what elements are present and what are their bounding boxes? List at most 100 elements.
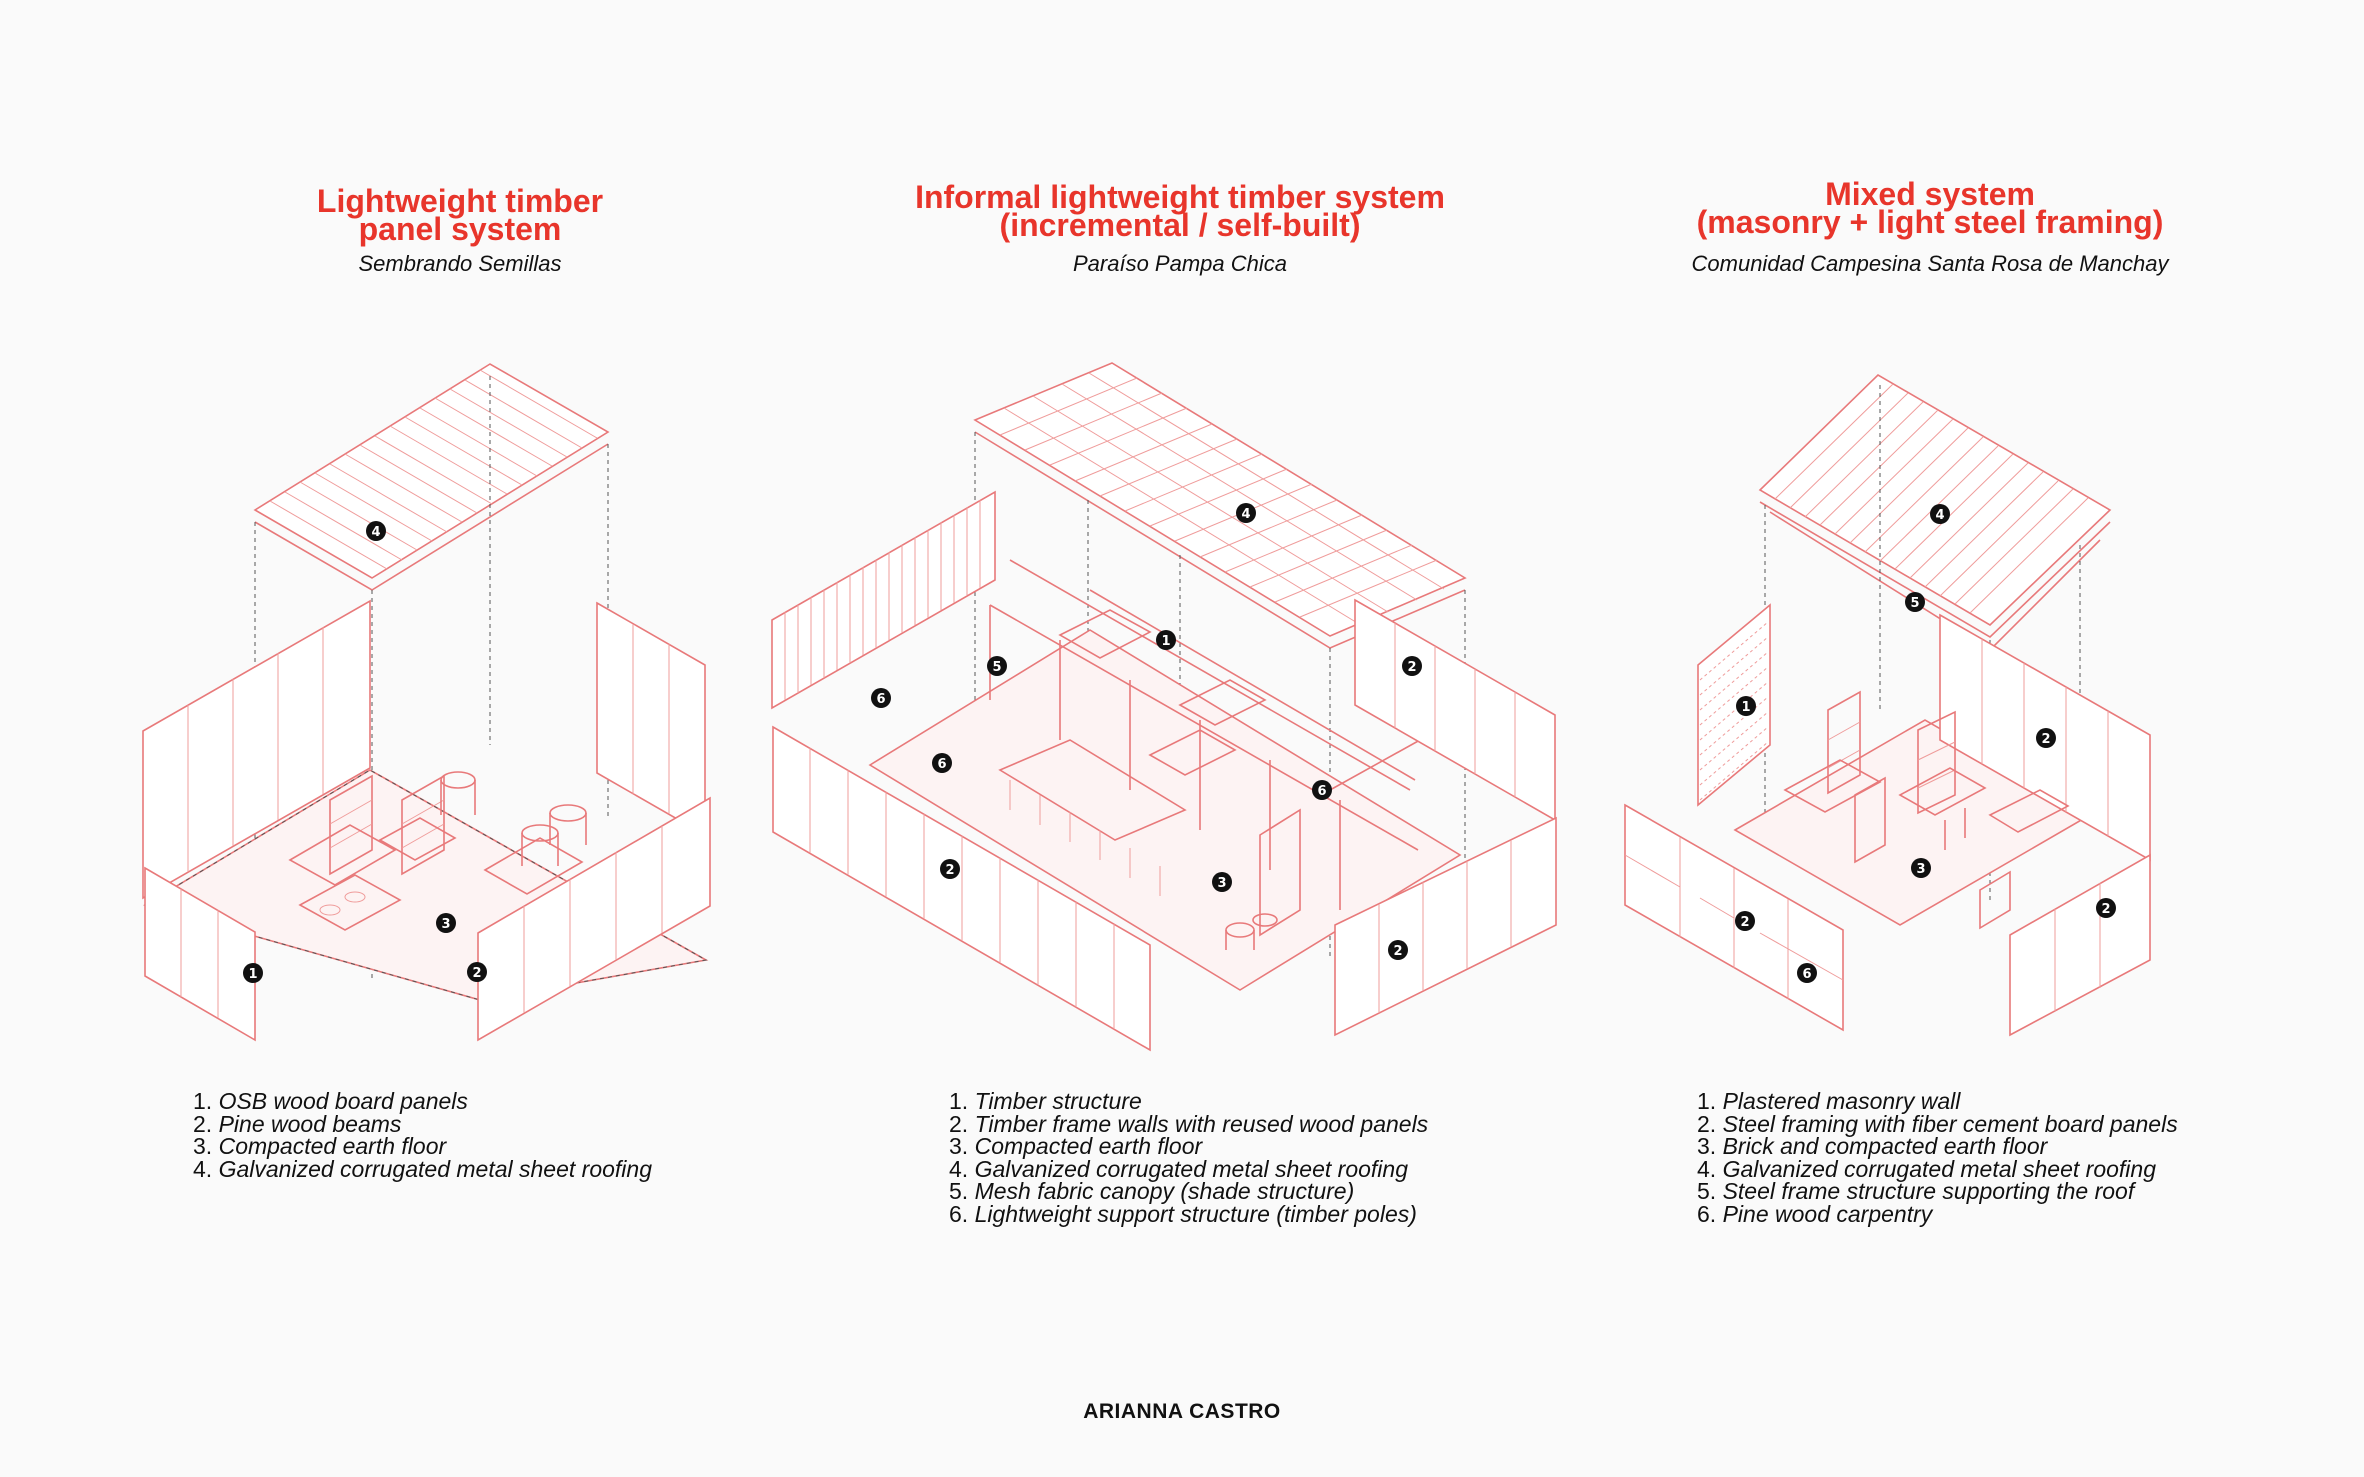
marker: 4 — [1236, 503, 1256, 523]
title-line: Lightweight timber — [316, 183, 604, 219]
furniture-timber-panel — [288, 771, 587, 931]
legend-number: 2. — [949, 1110, 969, 1137]
legend-number: 5. — [949, 1178, 969, 1204]
legend-item: 2. Steel framing with fiber cement board… — [1697, 1110, 2178, 1137]
marker: 2 — [2036, 728, 2056, 748]
legend-text: Galvanized corrugated metal sheet roofin… — [218, 1155, 652, 1182]
legend-number: 5. — [1697, 1178, 1717, 1204]
legend-number: 3. — [949, 1133, 969, 1159]
marker-label: 2 — [1740, 915, 1749, 930]
marker-label: 1 — [1741, 700, 1750, 715]
legend-number: 4. — [949, 1155, 969, 1182]
legend-text: Pine wood carpentry — [1722, 1200, 1933, 1227]
legend-item: 3. Brick and compacted earth floor — [1697, 1135, 2178, 1158]
marker-label: 2 — [1407, 660, 1416, 675]
marker-label: 2 — [1393, 944, 1402, 959]
legend-number: 1. — [193, 1088, 213, 1114]
marker-label: 4 — [371, 525, 380, 540]
legend-item: 1. OSB wood board panels — [193, 1090, 652, 1113]
legend-item: 6. Lightweight support structure (timber… — [949, 1200, 1428, 1227]
legend-item: 5. Mesh fabric canopy (shade structure) — [949, 1180, 1428, 1203]
legend-text: Plastered masonry wall — [1722, 1088, 1961, 1114]
marker-label: 6 — [937, 757, 946, 772]
legend-mixed-system: 1. Plastered masonry wall 2. Steel frami… — [1697, 1090, 2178, 1227]
marker-label: 2 — [2041, 732, 2050, 747]
legend-number: 6. — [1697, 1200, 1717, 1227]
legend-text: Mesh fabric canopy (shade structure) — [974, 1178, 1355, 1204]
title-informal-timber: Informal lightweight timber system (incr… — [830, 181, 1530, 241]
marker: 2 — [2096, 898, 2116, 918]
legend-item: 2. Pine wood beams — [193, 1110, 652, 1137]
legend-item: 4. Galvanized corrugated metal sheet roo… — [949, 1155, 1428, 1182]
legend-number: 4. — [1697, 1155, 1717, 1182]
legend-text: Timber structure — [974, 1088, 1142, 1114]
marker-label: 3 — [1916, 862, 1925, 877]
legend-text: OSB wood board panels — [218, 1088, 468, 1114]
marker-label: 1 — [1161, 634, 1170, 649]
furniture-informal-timber — [998, 609, 1301, 950]
marker-label: 4 — [1241, 507, 1250, 522]
marker: 1 — [1156, 630, 1176, 650]
subtitle-mixed-system: Comunidad Campesina Santa Rosa de Mancha… — [1691, 251, 2169, 276]
marker: 6 — [932, 753, 952, 773]
legend-text: Pine wood beams — [218, 1110, 402, 1137]
legend-text: Steel framing with fiber cement board pa… — [1722, 1110, 2178, 1137]
legend-number: 6. — [949, 1200, 969, 1227]
marker: 1 — [243, 963, 263, 983]
marker-label: 3 — [441, 917, 450, 932]
marker-label: 2 — [2101, 902, 2110, 917]
marker-label: 6 — [876, 692, 885, 707]
furniture-mixed-system — [1783, 690, 2070, 930]
marker: 3 — [436, 913, 456, 933]
marker-label: 6 — [1317, 784, 1326, 799]
legend-text: Compacted earth floor — [974, 1133, 1203, 1159]
legend-item: 4. Galvanized corrugated metal sheet roo… — [1697, 1155, 2178, 1182]
drawing-informal-timber: 4 1 5 2 6 6 6 2 3 2 — [771, 362, 1557, 1052]
marker: 2 — [1388, 940, 1408, 960]
marker: 6 — [1312, 780, 1332, 800]
legend-number: 3. — [1697, 1133, 1717, 1159]
legend-text: Galvanized corrugated metal sheet roofin… — [974, 1155, 1408, 1182]
legend-item: 3. Compacted earth floor — [193, 1135, 652, 1158]
author-credit: ARIANNA CASTRO — [1083, 1400, 1281, 1423]
marker: 3 — [1911, 858, 1931, 878]
legend-item: 3. Compacted earth floor — [949, 1135, 1428, 1158]
axonometric-drawings: 4 1 3 2 — [142, 362, 2151, 1052]
marker: 2 — [940, 859, 960, 879]
marker-label: 6 — [1802, 967, 1811, 982]
legend-text: Steel frame structure supporting the roo… — [1722, 1178, 2135, 1204]
legend-item: 6. Pine wood carpentry — [1697, 1200, 2178, 1227]
title-line: (masonry + light steel framing) — [1696, 204, 2164, 240]
marker-label: 2 — [945, 863, 954, 878]
marker-label: 5 — [1910, 596, 1919, 611]
marker: 5 — [987, 656, 1007, 676]
marker: 2 — [1735, 911, 1755, 931]
legend-text: Compacted earth floor — [218, 1133, 447, 1159]
marker-label: 1 — [248, 967, 257, 982]
title-mixed-system: Mixed system (masonry + light steel fram… — [1630, 176, 2230, 240]
marker: 2 — [1402, 656, 1422, 676]
drawing-mixed-system: 4 5 1 2 3 2 2 6 — [1624, 374, 2151, 1037]
legend-item: 4. Galvanized corrugated metal sheet roo… — [193, 1155, 652, 1182]
legend-number: 2. — [193, 1110, 213, 1137]
legend-informal-timber: 1. Timber structure 2. Timber frame wall… — [949, 1088, 1429, 1227]
legend-item: 2. Timber frame walls with reused wood p… — [949, 1110, 1429, 1137]
legend-number: 4. — [193, 1155, 213, 1182]
legend-timber-panel: 1. OSB wood board panels 2. Pine wood be… — [193, 1090, 652, 1182]
roof-timber-panel — [253, 363, 610, 591]
title-line: Mixed system — [1825, 176, 2035, 212]
subtitle-timber-panel: Sembrando Semillas — [358, 251, 562, 276]
marker: 4 — [1930, 504, 1950, 524]
legend-item: 1. Plastered masonry wall — [1697, 1090, 2178, 1113]
legend-number: 2. — [1697, 1110, 1717, 1137]
marker: 5 — [1905, 592, 1925, 612]
roof-informal-timber — [973, 362, 1467, 649]
marker: 6 — [1797, 963, 1817, 983]
marker-label: 3 — [1217, 876, 1226, 891]
subtitle-informal-timber: Paraíso Pampa Chica — [1073, 251, 1287, 276]
legend-text: Timber frame walls with reused wood pane… — [974, 1110, 1429, 1137]
legend-text: Galvanized corrugated metal sheet roofin… — [1722, 1155, 2156, 1182]
legend-item: 5. Steel frame structure supporting the … — [1697, 1180, 2178, 1203]
marker: 1 — [1736, 696, 1756, 716]
marker-label: 2 — [472, 966, 481, 981]
